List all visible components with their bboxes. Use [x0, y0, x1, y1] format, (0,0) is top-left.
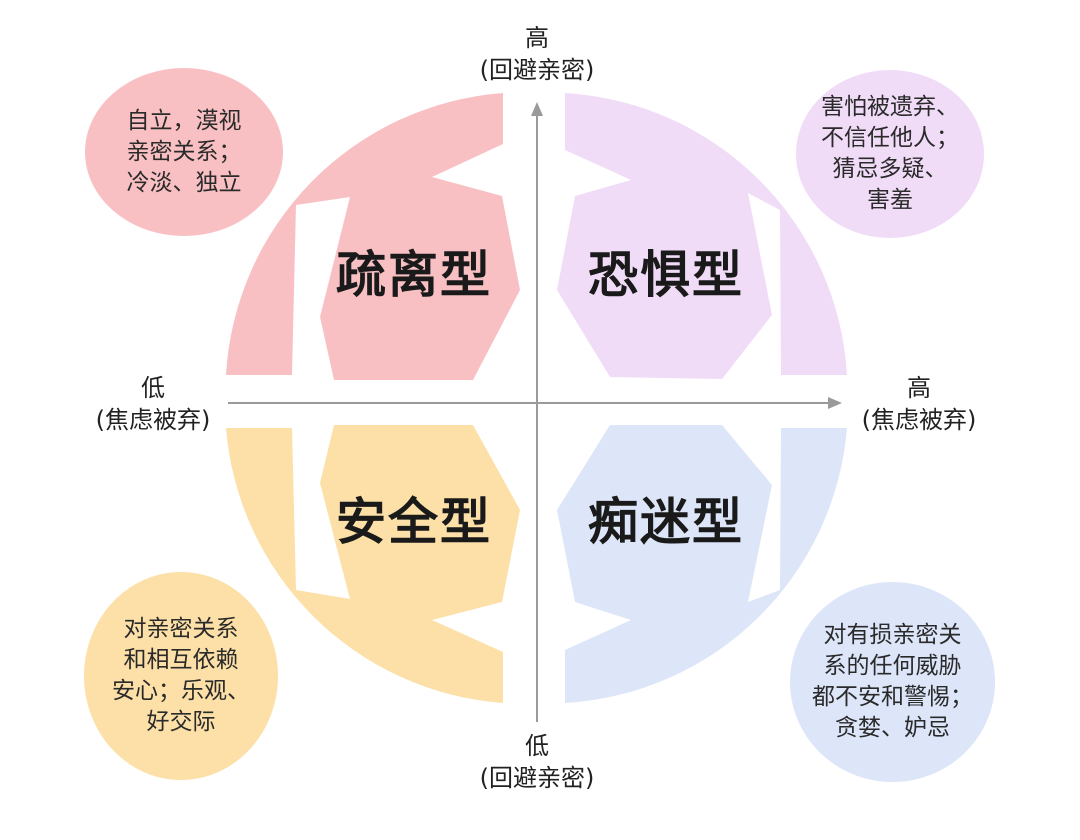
- description-text-bottom-left: 对亲密关系 和相互依赖 安心；乐观、 好交际: [112, 616, 250, 735]
- ring-top-right: [557, 93, 847, 379]
- x-axis-right-level: 高: [907, 374, 931, 402]
- y-axis-top-label: 高 (回避亲密): [452, 22, 622, 86]
- y-axis-top-level: 高: [525, 24, 549, 52]
- description-bubble-bottom-left: 对亲密关系 和相互依赖 安心；乐观、 好交际: [84, 572, 278, 780]
- y-axis-bottom-name: (回避亲密): [479, 764, 595, 792]
- y-axis-bottom-level: 低: [525, 732, 549, 760]
- x-axis-right-name: (焦虑被弃): [861, 406, 977, 434]
- x-axis-left-label: 低 (焦虑被弃): [68, 372, 238, 436]
- quadrant-label-top-left: 疏离型: [336, 246, 492, 304]
- description-text-top-left: 自立，漠视 亲密关系； 冷淡、独立: [126, 107, 242, 196]
- description-text-top-right: 害怕被遗弃、 不信任他人； 猜忌多疑、 害羞: [821, 94, 959, 213]
- quadrant-label-bottom-right: 痴迷型: [588, 493, 744, 551]
- ring-bottom-right: [557, 425, 847, 703]
- y-axis-bottom-label: 低 (回避亲密): [452, 730, 622, 794]
- y-axis-top-name: (回避亲密): [479, 56, 595, 84]
- quadrant-label-bottom-left: 安全型: [336, 493, 492, 551]
- description-bubble-top-right: 害怕被遗弃、 不信任他人； 猜忌多疑、 害羞: [796, 70, 984, 238]
- y-axis-arrow-icon: [531, 102, 543, 116]
- ring-bottom-left: [226, 425, 520, 703]
- x-axis-left-name: (焦虑被弃): [95, 406, 211, 434]
- description-bubble-top-left: 自立，漠视 亲密关系； 冷淡、独立: [85, 68, 283, 236]
- x-axis-left-level: 低: [141, 374, 165, 402]
- x-axis-arrow-icon: [828, 397, 842, 409]
- ring-top-left: [226, 93, 520, 380]
- quadrant-label-top-right: 恐惧型: [588, 246, 744, 304]
- description-text-bottom-right: 对有损亲密关 系的任何威胁 都不安和警惕； 贪婪、妒忌: [812, 622, 973, 741]
- x-axis-right-label: 高 (焦虑被弃): [834, 372, 1004, 436]
- description-bubble-bottom-right: 对有损亲密关 系的任何威胁 都不安和警惕； 贪婪、妒忌: [790, 582, 995, 782]
